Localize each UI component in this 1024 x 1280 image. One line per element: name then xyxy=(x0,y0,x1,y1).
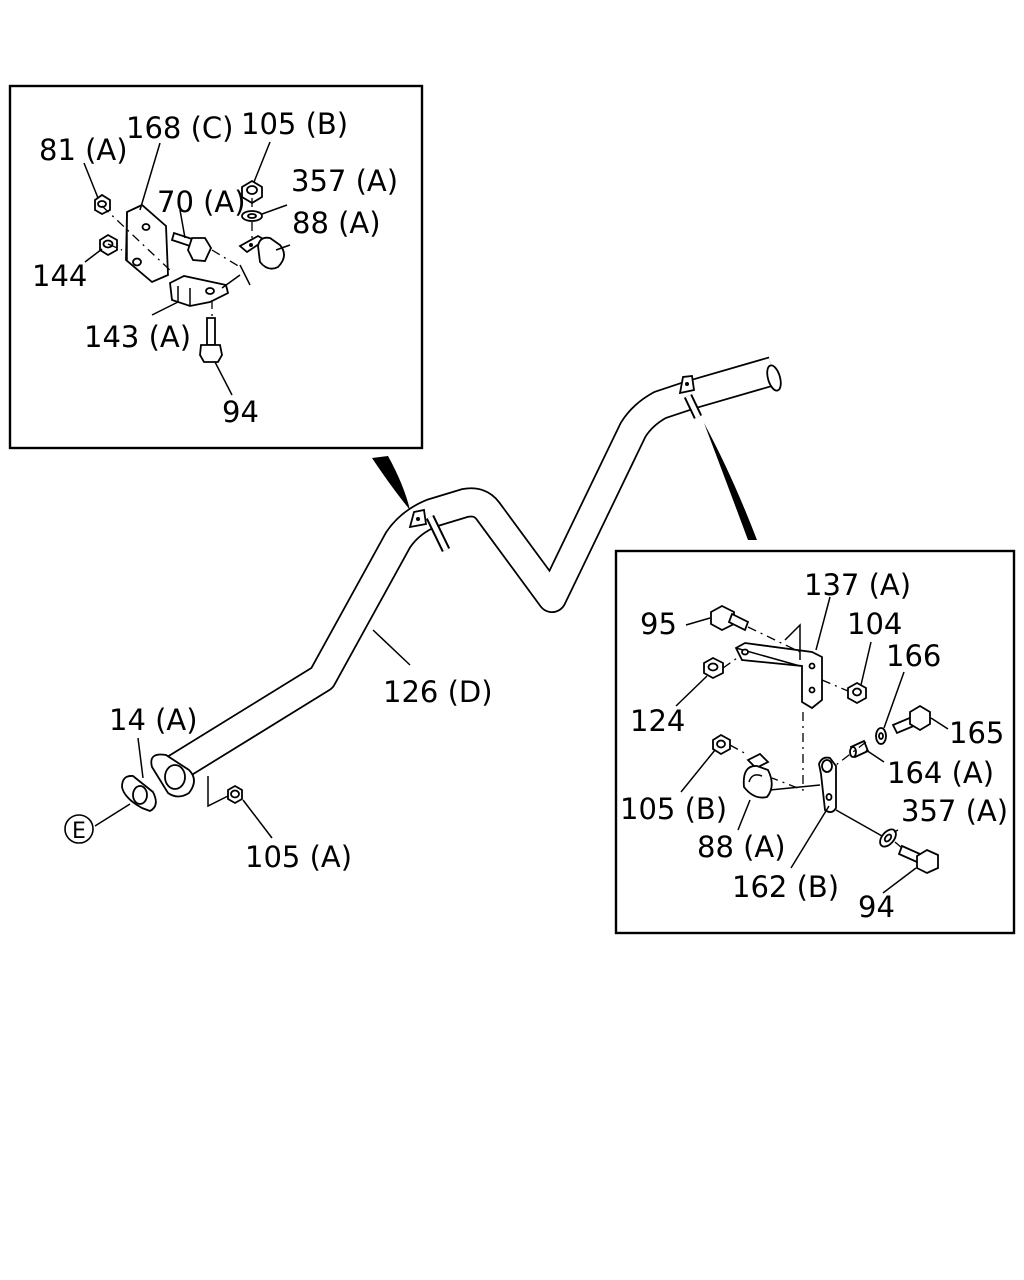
label-105b-upper: 105 (B) xyxy=(241,107,348,141)
ref-e-marker: E xyxy=(64,814,94,844)
label-14a: 14 (A) xyxy=(109,703,198,737)
pipe-clamp-upper-left xyxy=(408,508,451,552)
label-104: 104 xyxy=(847,607,902,641)
bolt-94-upper xyxy=(199,317,223,363)
pointer-to-lower-detail xyxy=(704,423,757,540)
label-94-lower: 94 xyxy=(858,890,895,924)
bolt-165 xyxy=(891,704,931,735)
label-81a: 81 (A) xyxy=(39,133,128,167)
label-88a-upper: 88 (A) xyxy=(292,206,381,240)
label-168c: 168 (C) xyxy=(126,111,233,145)
bolt-70a xyxy=(170,231,213,262)
svg-text:E: E xyxy=(72,819,86,844)
label-143a: 143 (A) xyxy=(84,320,191,354)
label-105a: 105 (A) xyxy=(245,840,352,874)
clamp-88a-upper xyxy=(238,234,285,270)
label-166: 166 xyxy=(886,639,941,673)
nut-124 xyxy=(703,656,724,680)
label-105b-lower: 105 (B) xyxy=(620,792,727,826)
nut-105b-upper xyxy=(241,179,263,205)
bracket-137a xyxy=(734,623,823,710)
nut-105b-lower xyxy=(712,733,731,756)
nut-104 xyxy=(847,681,867,705)
washer-357a-lower xyxy=(879,828,897,848)
nut-105a xyxy=(227,784,243,805)
label-95: 95 xyxy=(640,607,677,641)
bracket-162b xyxy=(818,756,837,813)
gasket-14a xyxy=(121,775,157,812)
bolt-94-lower xyxy=(897,844,939,874)
detail-box-lower-right: 137 (A) 95 104 166 124 165 164 (A) 105 (… xyxy=(614,549,1016,935)
label-165: 165 xyxy=(949,716,1004,750)
label-94-upper: 94 xyxy=(222,395,259,429)
detail-box-upper-left: 81 (A) 168 (C) 105 (B) 357 (A) 70 (A) 88… xyxy=(8,84,424,450)
label-144: 144 xyxy=(32,259,87,293)
label-357a-upper: 357 (A) xyxy=(291,164,398,198)
label-88a-lower: 88 (A) xyxy=(697,830,786,864)
washer-166 xyxy=(875,727,887,745)
label-70a: 70 (A) xyxy=(157,185,246,219)
label-126d: 126 (D) xyxy=(383,675,493,709)
nut-144 xyxy=(99,233,118,257)
label-124: 124 xyxy=(630,704,685,738)
pipe-clamp-lower-right xyxy=(678,375,703,419)
bolt-95 xyxy=(710,604,750,632)
clamp-88a-lower xyxy=(742,752,773,799)
label-164a: 164 (A) xyxy=(887,756,994,790)
washer-357a-upper xyxy=(241,210,263,222)
label-162b: 162 (B) xyxy=(732,870,839,904)
pointer-to-upper-detail xyxy=(372,456,410,510)
bracket-168c xyxy=(125,203,169,284)
pipe-inlet-flange xyxy=(150,753,195,798)
label-137a: 137 (A) xyxy=(804,568,911,602)
label-357a-lower: 357 (A) xyxy=(901,794,1008,828)
